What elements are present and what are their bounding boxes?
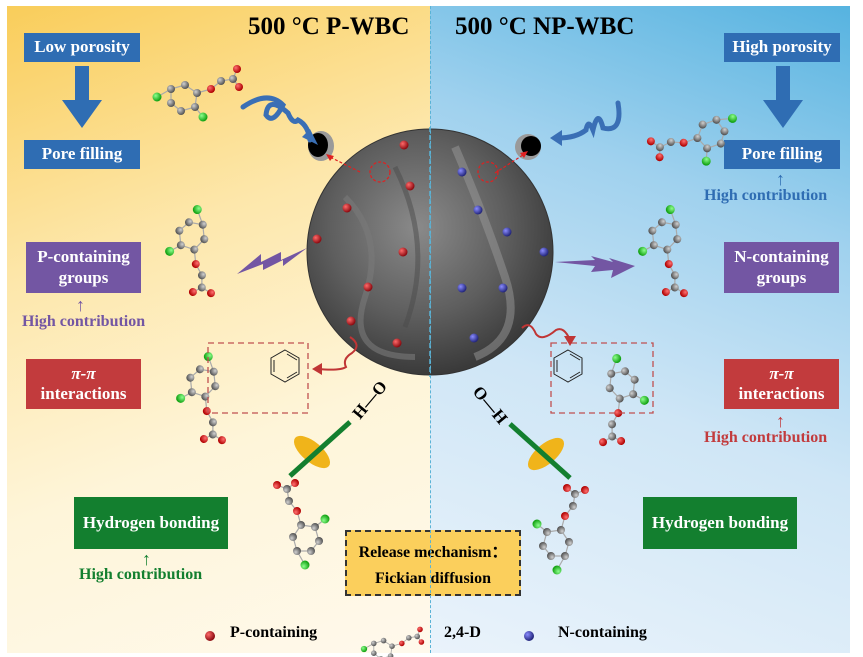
up-arrow-icon: ↑ (76, 295, 85, 315)
n-containing-dots (457, 167, 549, 343)
up-arrow-icon: ↑ (776, 169, 785, 189)
2-4-d-molecule-icon (151, 64, 244, 123)
low-porosity-box: Low porosity (24, 33, 140, 62)
pi-line1: π-π (769, 363, 794, 383)
pi-pi-box-right: π-π interactions (724, 359, 839, 409)
2-4-d-molecule-icon (157, 200, 231, 301)
n-containing-legend-dot (524, 631, 534, 641)
high-porosity-box: High porosity (724, 33, 840, 62)
legend-2-4-d: 2,4-D (444, 624, 481, 641)
hbond-contribution-left: High contribution (79, 566, 203, 583)
hydrogen-bonding-box-left: Hydrogen bonding (74, 497, 228, 549)
title-np-wbc: 500 °C NP-WBC (455, 13, 635, 40)
n-containing-groups-box: N-containing groups (724, 242, 839, 293)
pore-contribution-right: High contribution (704, 187, 828, 204)
diffusion-arrow-left-icon (240, 95, 318, 145)
hydrogen-bond-left-icon: H—O (288, 377, 391, 478)
h-o-label: H—O (349, 377, 391, 423)
diffusion-arrow-right-icon (550, 100, 622, 146)
pore-filling-box-right: Pore filling (724, 140, 840, 169)
p-groups-line2: groups (58, 267, 109, 287)
pi-link-arrow-right (521, 324, 576, 346)
title-p-wbc: 500 °C P-WBC (248, 13, 410, 40)
2-4-d-molecule-icon (643, 88, 751, 189)
pore-link-arrow-left (326, 154, 361, 173)
o-h-label: O—H (469, 382, 511, 428)
benzene-ring-icon (270, 349, 300, 383)
release-mechanism-box: Release mechanism： Fickian diffusion (345, 530, 521, 596)
pi-line2: interactions (40, 384, 127, 403)
pi-line1: π-π (71, 363, 96, 383)
legend-p-containing: P-containing (230, 624, 318, 641)
p-containing-groups-box: P-containing groups (26, 242, 141, 293)
n-groups-line1: N-containing (734, 247, 829, 267)
p-groups-line1: P-containing (37, 247, 130, 267)
pore-link-arrow-right (494, 151, 528, 174)
lightning-bolt-icon (555, 256, 635, 278)
pi-pi-interaction-frame-left (207, 342, 309, 414)
pi-pi-box-left: π-π interactions (26, 359, 141, 409)
lightning-bolt-icon (237, 248, 307, 274)
2-4-d-molecule-icon (360, 626, 425, 657)
down-arrow-icon (62, 66, 102, 128)
pore-highlight-left (369, 161, 391, 183)
p-groups-contribution: High contribution (22, 313, 146, 330)
panel-divider (430, 6, 431, 653)
up-arrow-icon: ↑ (142, 549, 151, 569)
benzene-ring-icon (553, 349, 583, 383)
legend-n-containing: N-containing (558, 624, 647, 641)
pi-link-arrow-left (312, 336, 358, 375)
pore-highlight-right (477, 161, 499, 183)
release-mechanism-value: Fickian diffusion (374, 570, 492, 587)
pi-line2: interactions (738, 384, 825, 403)
pi-contribution-right: High contribution (704, 429, 828, 446)
up-arrow-icon: ↑ (776, 411, 785, 431)
release-mechanism-label: Release mechanism： (358, 544, 508, 561)
hydrogen-bonding-box-right: Hydrogen bonding (643, 497, 797, 549)
hydrogen-bond-right-icon: O—H (469, 382, 572, 480)
n-groups-line2: groups (756, 267, 807, 287)
p-containing-dots (312, 140, 415, 348)
2-4-d-molecule-icon (630, 200, 704, 301)
2-4-d-molecule-icon (531, 483, 590, 576)
pi-pi-interaction-frame-right (550, 342, 654, 414)
p-containing-legend-dot (205, 631, 215, 641)
down-arrow-icon (763, 66, 803, 128)
pore-filling-box-left: Pore filling (24, 140, 140, 169)
